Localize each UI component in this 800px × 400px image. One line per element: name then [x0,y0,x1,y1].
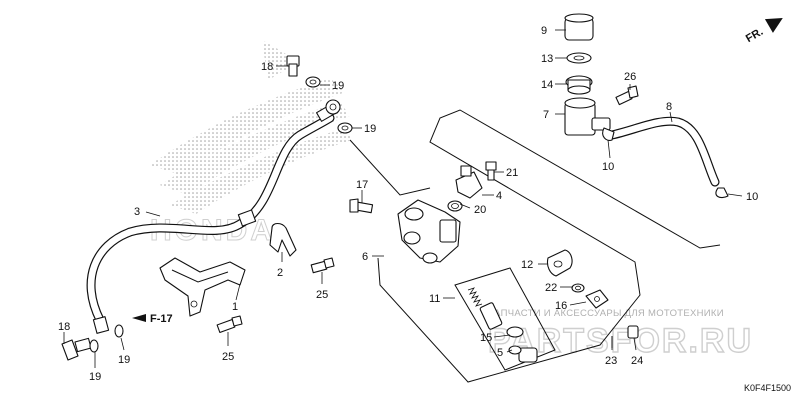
callout-6: 6 [362,251,368,263]
washer-19-upper-a[interactable] [305,76,321,88]
hose-joint-12[interactable] [546,249,573,277]
callout-14: 14 [541,79,553,91]
callout-19-upper-a: 19 [332,80,344,92]
diaphragm-14[interactable] [565,75,593,95]
o-ring-22[interactable] [571,283,585,293]
callout-19-upper-b: 19 [364,123,376,135]
bolt-25-lower[interactable] [216,315,243,334]
callout-21: 21 [506,167,518,179]
washer-19-lower-b[interactable] [114,324,124,338]
pushrod-plate-16[interactable] [585,289,609,309]
master-cylinder-6[interactable] [397,199,461,264]
bracket-1[interactable] [159,257,246,317]
brake-hose-3[interactable] [86,99,341,334]
washer-5[interactable] [508,345,522,355]
callout-10-b: 10 [746,191,758,203]
washer-19-upper-b[interactable] [337,122,353,134]
screw-21[interactable] [485,161,497,181]
reservoir-hose-8[interactable] [607,116,720,187]
diagram-code: K0F4F1500 [744,383,791,393]
callout-23: 23 [605,355,617,367]
hose-clip-10-b[interactable] [715,187,729,199]
bolt-26[interactable] [615,85,639,106]
leader-lines [63,29,743,368]
callout-5: 5 [497,347,503,359]
callout-10-a: 10 [602,161,614,173]
plate-13[interactable] [566,52,592,64]
callout-7: 7 [543,109,549,121]
master-cylinder-assembly-outline [349,109,721,383]
reservoir-7[interactable] [564,97,611,136]
callout-22: 22 [545,282,557,294]
watermark-caption: ЗАПЧАСТИ И АКСЕССУАРЫ ДЛЯ МОТОТЕХНИКИ [488,308,724,319]
callout-4: 4 [496,190,502,202]
hose-clamp-2[interactable] [269,222,297,257]
callout-16: 16 [555,300,567,312]
callout-24: 24 [631,355,643,367]
callout-18-upper: 18 [261,61,273,73]
washer-19-lower-a[interactable] [89,339,99,353]
callout-2: 2 [277,267,283,279]
reference-label: F-17 [150,313,173,325]
callout-3: 3 [134,206,140,218]
callout-19-lower-a: 19 [89,371,101,383]
front-direction-indicator: FR. [744,18,783,45]
callout-25-lower: 25 [222,351,234,363]
piston-kit-11[interactable] [454,267,556,371]
callout-9: 9 [541,25,547,37]
bolt-18-lower[interactable] [61,337,92,361]
hose-clip-10-a[interactable] [602,127,615,141]
callout-20: 20 [474,204,486,216]
reservoir-cap-9[interactable] [564,13,594,41]
bolt-17[interactable] [349,198,374,214]
bolt-25-upper[interactable] [310,257,335,274]
callout-17: 17 [356,179,368,191]
clip-24[interactable] [627,325,639,339]
callout-1: 1 [232,301,238,313]
hose-joint-4[interactable] [455,165,483,199]
front-direction-label: FR. [744,26,765,45]
callout-numbers: 18 19 19 3 2 1 25 25 18 19 19 17 6 20 4 … [58,25,758,383]
callout-13: 13 [541,53,553,65]
o-ring-20[interactable] [447,200,463,212]
callout-18-lower: 18 [58,321,70,333]
bolt-18-upper[interactable] [286,55,300,77]
callout-11: 11 [429,293,440,305]
reference-arrow: F-17 [132,313,173,325]
callout-8: 8 [666,101,672,113]
callout-12: 12 [521,259,533,271]
callout-26: 26 [624,71,636,83]
callout-15: 15 [480,332,492,344]
callout-19-lower-b: 19 [118,354,130,366]
callout-25-upper: 25 [316,289,328,301]
